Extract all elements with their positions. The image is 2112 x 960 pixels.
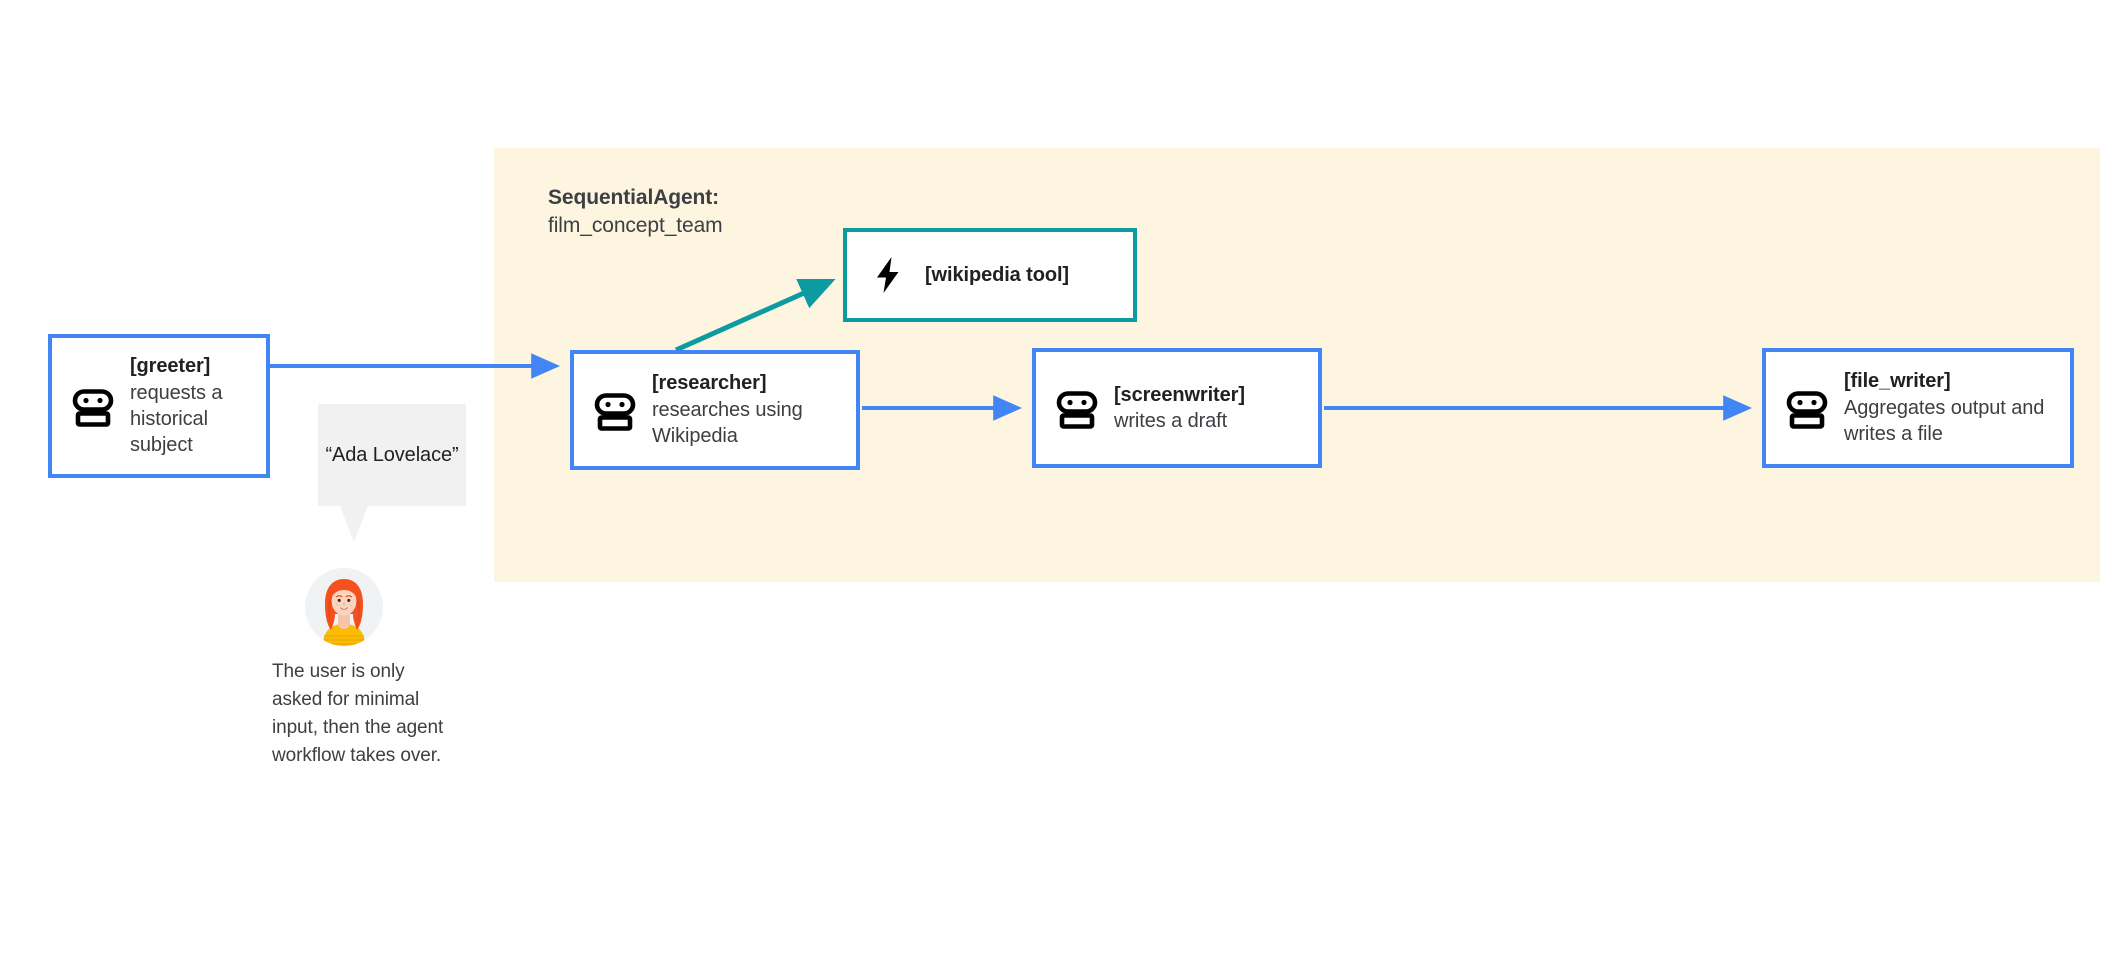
node-screenwriter-text: [screenwriter] writes a draft (1114, 382, 1245, 435)
node-screenwriter-description: writes a draft (1114, 410, 1228, 432)
node-greeter-description: requests a historical subject (130, 381, 223, 457)
node-greeter[interactable]: [greeter] requests a historical subject (48, 334, 270, 478)
node-greeter-text: [greeter] requests a historical subject (130, 353, 266, 459)
lightning-bolt-icon (865, 252, 911, 298)
node-screenwriter-name: [screenwriter] (1114, 383, 1245, 406)
node-file-writer-description: Aggregates output and writes a file (1844, 396, 2045, 446)
node-file-writer-name: [file_writer] (1844, 370, 1951, 393)
node-file-writer[interactable]: [file_writer] Aggregates output and writ… (1762, 348, 2074, 468)
node-greeter-name: [greeter] (130, 355, 211, 378)
node-screenwriter[interactable]: [screenwriter] writes a draft (1032, 348, 1322, 468)
user-speech-bubble: “Ada Lovelace” (318, 404, 466, 506)
robot-icon (592, 387, 638, 433)
user-speech-bubble-text: “Ada Lovelace” (325, 444, 459, 466)
node-file-writer-text: [file_writer] Aggregates output and writ… (1844, 368, 2070, 447)
robot-icon (70, 383, 116, 429)
node-wikipedia-tool[interactable]: [wikipedia tool] (843, 228, 1137, 322)
sequential-agent-name: film_concept_team (548, 213, 723, 237)
sequential-agent-label: SequentialAgent: film_concept_team (548, 184, 948, 239)
user-caption: The user is only asked for minimal input… (272, 661, 444, 766)
sequential-agent-title: SequentialAgent: (548, 186, 720, 209)
robot-icon (1054, 385, 1100, 431)
node-researcher[interactable]: [researcher] researches using Wikipedia (570, 350, 860, 470)
speech-bubble-tail (340, 506, 368, 542)
node-researcher-name: [researcher] (652, 372, 767, 395)
node-researcher-description: researches using Wikipedia (652, 398, 803, 448)
robot-icon (1784, 385, 1830, 431)
node-researcher-text: [researcher] researches using Wikipedia (652, 370, 856, 449)
node-wikipedia-tool-label: [wikipedia tool] (925, 263, 1069, 286)
avatar (305, 568, 383, 646)
